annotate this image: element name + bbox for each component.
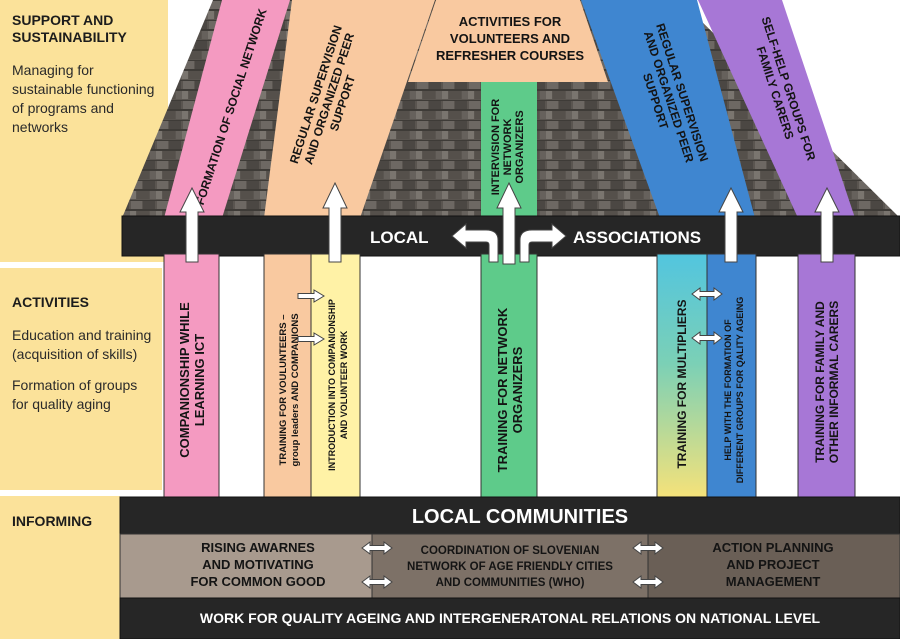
side-box-activities: ACTIVITIES Education and training (acqui… xyxy=(0,268,162,490)
base-right-label: ACTION PLANNING AND PROJECT MANAGEMENT xyxy=(712,540,833,589)
multipliers-label: TRAINING FOR MULTIPLIERS xyxy=(675,299,689,468)
svg-text:RISING AWARNES: RISING AWARNES xyxy=(201,540,315,555)
national-level-bar xyxy=(119,597,900,639)
introduction-label: INTRODUCTION INTO COMPANIONSHIP AND VOLU… xyxy=(327,299,349,471)
volunteers-training-label: TRAINING FOR VOULUNTEERS – group leaders… xyxy=(278,313,301,466)
support-description: Managing for sustainable functioning of … xyxy=(12,62,155,135)
up-arrow-help-formation xyxy=(718,186,744,263)
local-communities-title: LOCAL COMMUNITIES xyxy=(412,506,628,528)
side-box-support: SUPPORT AND SUSTAINABILITY Managing for … xyxy=(0,0,168,262)
up-arrow-network xyxy=(496,181,522,265)
svg-text:ORGANIZERS: ORGANIZERS xyxy=(514,110,526,183)
svg-text:DIFFERENT GROUPS FOR QALITY AG: DIFFERENT GROUPS FOR QALITY AGEING xyxy=(735,297,745,484)
curved-arrow-left xyxy=(451,222,499,263)
svg-text:FOR COMMON GOOD: FOR COMMON GOOD xyxy=(190,574,325,589)
pillar-family-carers xyxy=(797,253,856,498)
svg-text:VOLUNTEERS AND: VOLUNTEERS AND xyxy=(450,31,570,46)
svg-text:group leaders AND COMPANIONS: group leaders AND COMPANIONS xyxy=(290,313,301,466)
svg-text:HELP WITH THE FORMATION OF: HELP WITH THE FORMATION OF xyxy=(723,319,733,461)
network-organizers-label: TRAINING FOR NETWORK ORGANIZERS xyxy=(495,307,525,472)
svg-text:ACTIVITIES FOR: ACTIVITIES FOR xyxy=(459,14,562,29)
roof-band-supervision-right xyxy=(581,0,755,218)
beam-label-associations: ASSOCIATIONS xyxy=(573,228,701,247)
informing-title: INFORMING xyxy=(12,513,93,529)
roof-band-self-help xyxy=(698,0,855,218)
side-box-informing: INFORMING xyxy=(0,496,120,639)
svg-text:TRAINING FOR VOULUNTEERS –: TRAINING FOR VOULUNTEERS – xyxy=(278,315,289,466)
roof-band-volunteers xyxy=(408,0,608,82)
intervision-label: INTERVISION FOR NETWORK ORGANIZERS xyxy=(490,99,526,195)
up-arrow-ict xyxy=(179,186,205,263)
base-middle-label: COORDINATION OF SLOVENIAN NETWORK OF AGE… xyxy=(407,545,613,589)
base-box-left xyxy=(119,533,373,599)
activities-description-2: Formation of groups for quality aging xyxy=(12,377,138,412)
svg-text:INTRODUCTION INTO COMPANIONSHI: INTRODUCTION INTO COMPANIONSHIP xyxy=(327,299,337,471)
svg-text:ACTION PLANNING: ACTION PLANNING xyxy=(712,540,833,555)
base-left-label: RISING AWARNES AND MOTIVATING FOR COMMON… xyxy=(190,540,325,589)
pillar-ict xyxy=(163,253,220,498)
up-arrow-introduction xyxy=(322,181,348,263)
svg-text:AND PROJECT: AND PROJECT xyxy=(726,557,819,572)
svg-text:TRAINING FOR FAMILY AND: TRAINING FOR FAMILY AND xyxy=(813,301,827,463)
svg-text:LEARNING ICT: LEARNING ICT xyxy=(192,334,207,427)
pillar-network-organizers xyxy=(480,253,538,498)
beam-label-local: LOCAL xyxy=(370,228,429,247)
family-carers-label: TRAINING FOR FAMILY AND OTHER INFORMAL C… xyxy=(813,301,841,463)
svg-text:AND COMMUNITIES (WHO): AND COMMUNITIES (WHO) xyxy=(436,577,585,589)
curved-arrow-right xyxy=(519,222,567,263)
volunteers-label: ACTIVITIES FOR VOLUNTEERS AND REFRESHER … xyxy=(436,14,584,63)
svg-text:AND MOTIVATING: AND MOTIVATING xyxy=(202,557,313,572)
svg-text:COMPANIONSHIP WHILE: COMPANIONSHIP WHILE xyxy=(177,302,192,458)
svg-text:TRAINING FOR NETWORK: TRAINING FOR NETWORK xyxy=(495,307,510,472)
ict-label: COMPANIONSHIP WHILE LEARNING ICT xyxy=(177,302,207,458)
svg-text:INTERVISION FOR: INTERVISION FOR xyxy=(490,99,502,195)
svg-text:COORDINATION OF SLOVENIAN: COORDINATION OF SLOVENIAN xyxy=(421,545,600,557)
national-level-label: WORK FOR QUALITY AGEING AND INTERGENERAT… xyxy=(200,610,821,626)
help-formation-label: HELP WITH THE FORMATION OF DIFFERENT GRO… xyxy=(723,297,745,484)
activities-title: ACTIVITIES xyxy=(12,294,90,310)
svg-text:ORGANIZERS: ORGANIZERS xyxy=(510,346,525,433)
base-box-right xyxy=(647,533,900,599)
svg-text:MANAGEMENT: MANAGEMENT xyxy=(726,574,821,589)
svg-text:NETWORK OF AGE FRIENDLY CITIES: NETWORK OF AGE FRIENDLY CITIES xyxy=(407,561,613,573)
up-arrow-family-carers xyxy=(814,186,840,263)
svg-text:AND VOLUNTEER WORK: AND VOLUNTEER WORK xyxy=(339,330,349,439)
svg-text:OTHER INFORMAL CARERS: OTHER INFORMAL CARERS xyxy=(827,301,841,463)
roof-band-supervision-left xyxy=(264,0,435,218)
roof-band-social-network xyxy=(164,0,290,218)
svg-text:REFRESHER COURSES: REFRESHER COURSES xyxy=(436,48,584,63)
svg-text:NETWORK: NETWORK xyxy=(502,119,514,176)
support-title: SUPPORT AND SUSTAINABILITY xyxy=(12,12,127,45)
activities-description-1: Education and training (acquisition of s… xyxy=(12,327,152,362)
